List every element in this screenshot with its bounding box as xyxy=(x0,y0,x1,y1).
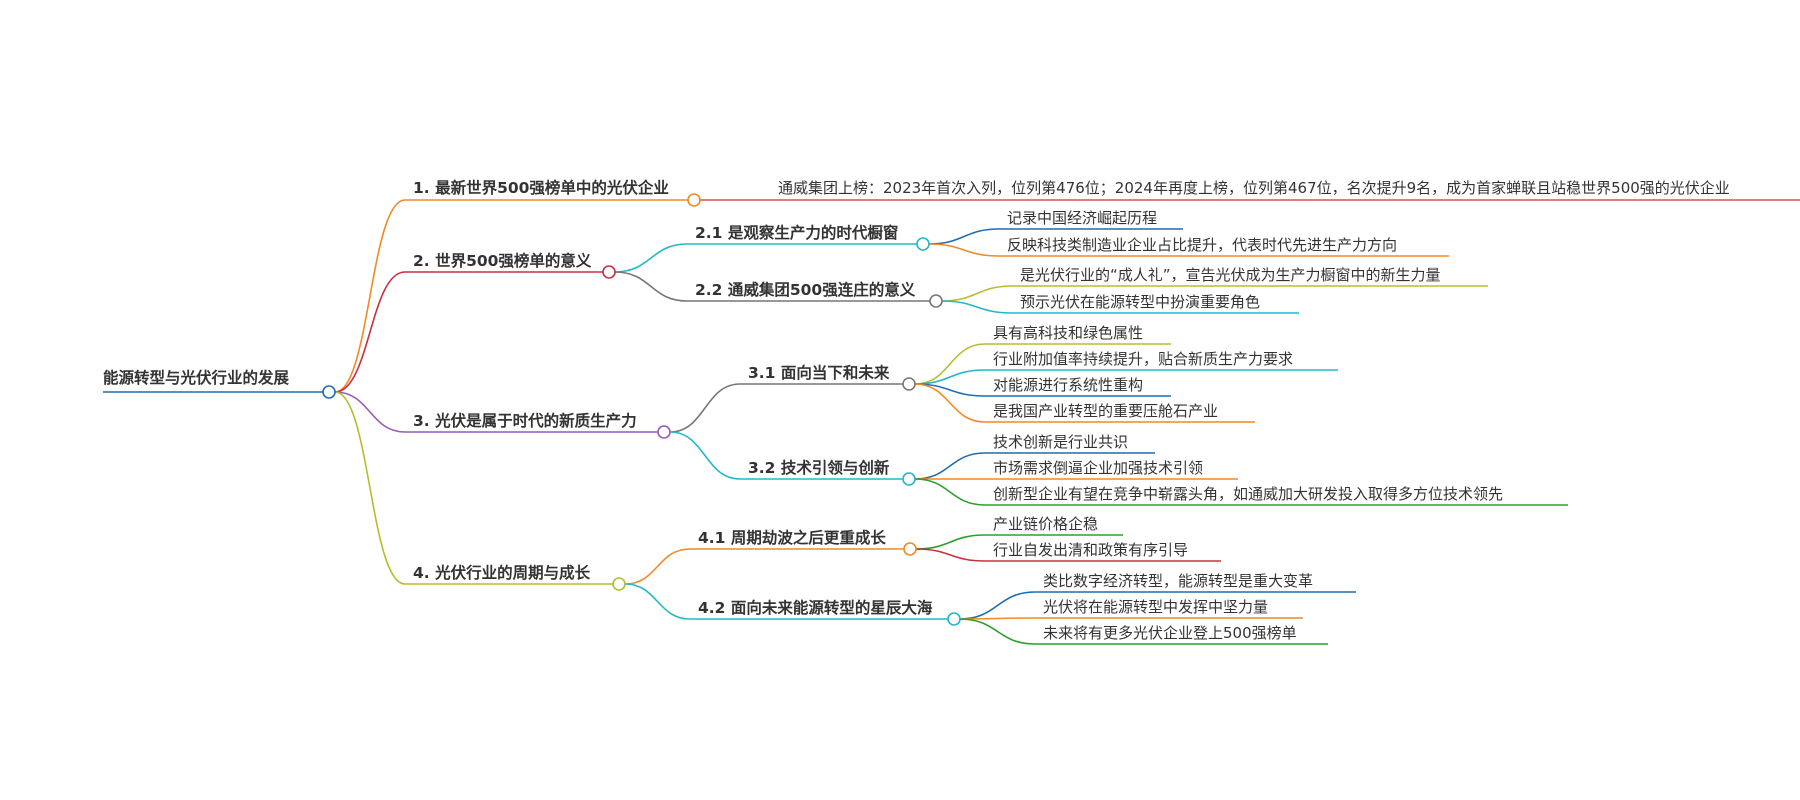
mindmap-nodes: 能源转型与光伏行业的发展 1. 最新世界500强榜单中的光伏企业 通威集团上榜：20… xyxy=(103,178,1800,645)
mindmap-link xyxy=(928,228,1000,245)
collapse-toggle-icon[interactable] xyxy=(947,612,961,626)
mindmap-link xyxy=(959,591,1036,620)
collapse-toggle-icon[interactable] xyxy=(602,265,616,279)
topic-node[interactable]: 3.2 技术引领与创新 xyxy=(748,458,890,477)
mindmap-link xyxy=(334,199,406,393)
leaf-node[interactable]: 记录中国经济崛起历程 xyxy=(1007,209,1157,227)
leaf-node[interactable]: 市场需求倒逼企业加强技术引领 xyxy=(993,459,1203,477)
topic-node[interactable]: 3. 光伏是属于时代的新质生产力 xyxy=(413,411,637,430)
leaf-node[interactable]: 技术创新是行业共识 xyxy=(993,433,1128,451)
leaf-node[interactable]: 创新型企业有望在竞争中崭露头角，如通威加大研发投入取得多方位技术领先 xyxy=(993,485,1503,503)
topic-node[interactable]: 2. 世界500强榜单的意义 xyxy=(413,251,592,270)
mindmap-link xyxy=(928,243,1000,257)
mindmap-link xyxy=(915,534,986,550)
collapse-toggle-icon[interactable] xyxy=(929,294,943,308)
mindmap-link xyxy=(624,548,691,585)
mindmap-link xyxy=(914,478,986,506)
topic-node[interactable]: 2.2 通威集团500强连庄的意义 xyxy=(695,280,916,299)
leaf-node[interactable]: 光伏将在能源转型中发挥中坚力量 xyxy=(1043,598,1268,616)
collapse-toggle-icon[interactable] xyxy=(916,237,930,251)
collapse-toggle-icon[interactable] xyxy=(612,577,626,591)
mindmap-link xyxy=(669,383,741,433)
topic-node[interactable]: 4.1 周期劫波之后更重成长 xyxy=(698,528,886,547)
mindmap-link xyxy=(914,343,986,385)
leaf-node[interactable]: 对能源进行系统性重构 xyxy=(993,376,1143,394)
leaf-node[interactable]: 是我国产业转型的重要压舱石产业 xyxy=(993,402,1218,420)
mindmap-link xyxy=(941,300,1013,314)
mindmap-link xyxy=(334,391,406,585)
mindmap-link xyxy=(614,243,688,273)
topic-node[interactable]: 3.1 面向当下和未来 xyxy=(748,363,890,382)
mindmap-link xyxy=(334,391,406,433)
mindmap-link xyxy=(959,618,1036,645)
leaf-node[interactable]: 通威集团上榜：2023年首次入列，位列第476位；2024年再度上榜，位列第46… xyxy=(778,179,1730,197)
mindmap-link xyxy=(941,285,1013,302)
leaf-node[interactable]: 行业自发出清和政策有序引导 xyxy=(993,541,1188,559)
mindmap-link xyxy=(669,431,741,480)
leaf-node[interactable]: 预示光伏在能源转型中扮演重要角色 xyxy=(1020,293,1260,311)
leaf-node[interactable]: 反映科技类制造业企业占比提升，代表时代先进生产力方向 xyxy=(1007,236,1397,254)
leaf-node[interactable]: 行业附加值率持续提升，贴合新质生产力要求 xyxy=(993,350,1293,368)
collapse-toggle-icon[interactable] xyxy=(902,377,916,391)
mindmap-link xyxy=(614,271,688,302)
collapse-toggle-icon[interactable] xyxy=(322,385,336,399)
root-topic[interactable]: 能源转型与光伏行业的发展 xyxy=(103,368,290,387)
mindmap-link xyxy=(914,383,986,423)
mindmap-link xyxy=(624,583,691,620)
mindmap-link xyxy=(915,548,986,562)
collapse-toggle-icon[interactable] xyxy=(657,425,671,439)
mindmap-link xyxy=(334,271,406,393)
collapse-toggle-icon[interactable] xyxy=(903,542,917,556)
mindmap-links xyxy=(334,199,1036,645)
collapse-toggle-icon[interactable] xyxy=(687,193,701,207)
leaf-node[interactable]: 未来将有更多光伏企业登上500强榜单 xyxy=(1043,624,1297,642)
topic-node[interactable]: 4.2 面向未来能源转型的星辰大海 xyxy=(698,598,933,617)
mindmap-link xyxy=(914,452,986,480)
leaf-node[interactable]: 产业链价格企稳 xyxy=(993,515,1098,533)
topic-node[interactable]: 2.1 是观察生产力的时代橱窗 xyxy=(695,223,898,242)
leaf-node[interactable]: 类比数字经济转型，能源转型是重大变革 xyxy=(1043,572,1313,590)
leaf-node[interactable]: 是光伏行业的“成人礼”，宣告光伏成为生产力橱窗中的新生力量 xyxy=(1020,266,1441,284)
topic-node[interactable]: 4. 光伏行业的周期与成长 xyxy=(413,563,591,582)
leaf-node[interactable]: 具有高科技和绿色属性 xyxy=(993,324,1143,342)
topic-node[interactable]: 1. 最新世界500强榜单中的光伏企业 xyxy=(413,178,669,197)
collapse-toggle-icon[interactable] xyxy=(902,472,916,486)
